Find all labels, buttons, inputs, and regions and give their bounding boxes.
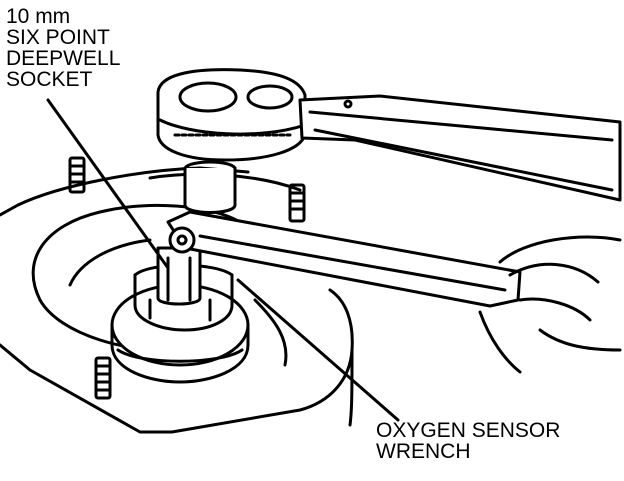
hand: [478, 235, 622, 374]
deepwell-socket: [156, 160, 237, 306]
oxygen-sensor-wrench: [166, 210, 522, 308]
wrench-label-line-1: OXYGEN SENSOR: [376, 419, 561, 442]
ratchet-head: [156, 68, 307, 162]
mounting-stud-right: [288, 183, 306, 223]
socket-label-line-2: SIX POINT: [6, 26, 110, 49]
torque-wrench-handle: [298, 94, 622, 202]
socket-label-line-3: DEEPWELL: [6, 47, 121, 70]
socket-callout: 10 mm SIX POINT DEEPWELL SOCKET: [6, 6, 120, 90]
wrench-label-line-2: WRENCH: [376, 440, 471, 463]
mounting-stud-left: [68, 156, 86, 194]
leader-lines: [46, 98, 400, 422]
mounting-stud-bottom: [94, 356, 112, 400]
socket-label-line-4: SOCKET: [6, 68, 93, 91]
socket-label-line-1: 10 mm: [6, 5, 71, 28]
wrench-callout: OXYGEN SENSOR WRENCH: [376, 420, 560, 462]
